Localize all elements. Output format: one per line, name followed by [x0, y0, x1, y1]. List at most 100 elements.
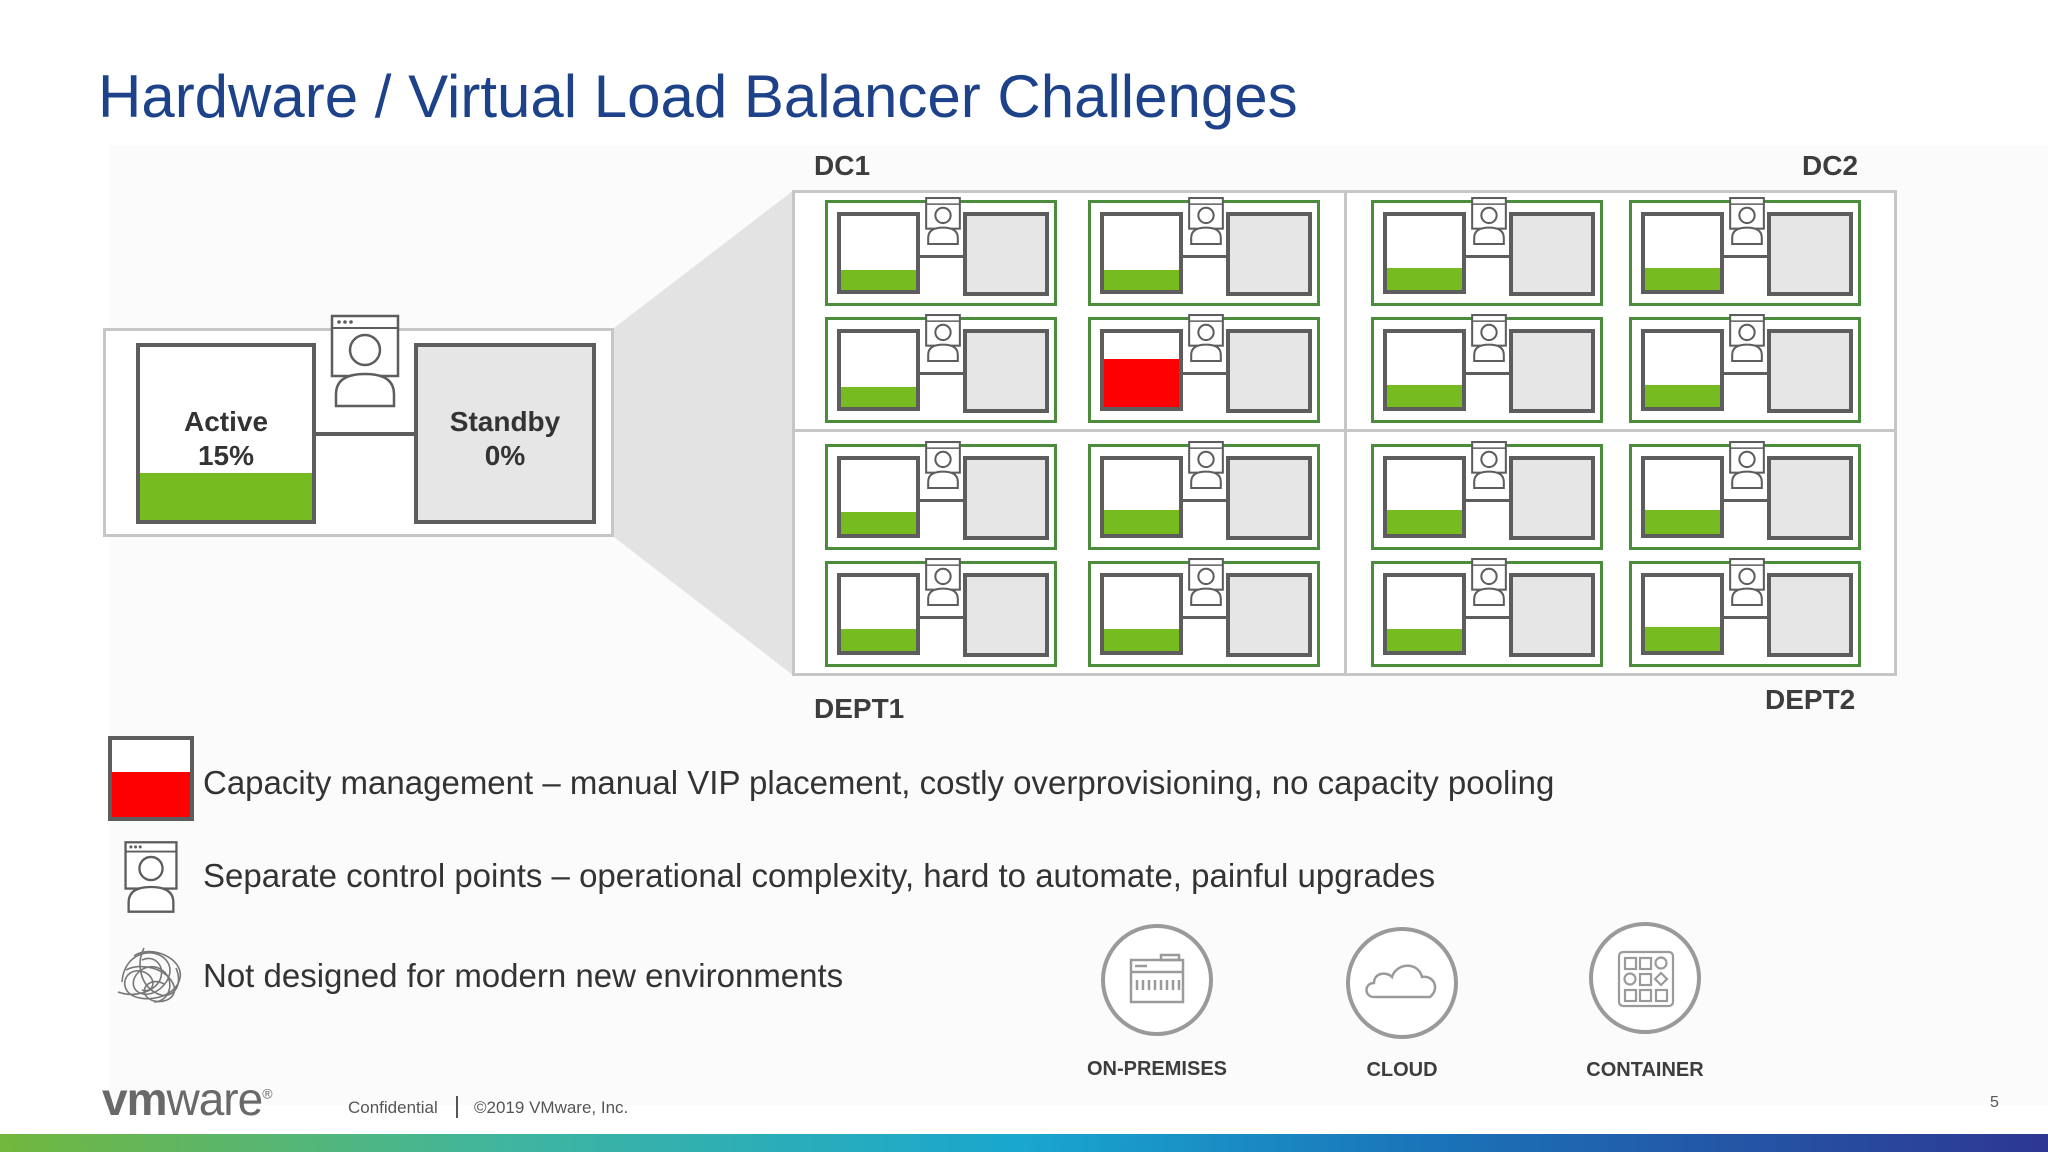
lb-pair — [1088, 558, 1320, 667]
footer-copyright: ©2019 VMware, Inc. — [474, 1098, 629, 1117]
standby-unit — [1226, 212, 1312, 296]
admin-console-icon — [1471, 197, 1507, 250]
utilization-fill — [1387, 628, 1462, 651]
admin-console-icon — [925, 558, 961, 611]
legend-capacity: Capacity management – manual VIP placeme… — [203, 764, 1555, 801]
admin-console-icon — [1471, 558, 1507, 611]
legend-modern-env: Not designed for modern new environments — [203, 957, 844, 994]
lb-pair — [1088, 314, 1320, 423]
admin-console-icon — [1471, 441, 1507, 494]
ha-link — [316, 432, 414, 436]
lb-pair — [1371, 197, 1603, 306]
label-dept2: DEPT2 — [1765, 684, 1856, 715]
label-dept1: DEPT1 — [814, 693, 905, 724]
tangle-icon — [117, 947, 181, 1003]
utilization-fill — [1645, 267, 1720, 290]
cloud-icon — [1365, 964, 1437, 999]
lb-pair — [825, 197, 1057, 306]
standby-unit: Standby 0% — [414, 343, 596, 524]
standby-unit-name: Standby — [449, 406, 561, 437]
grid-divider-horizontal — [795, 429, 1894, 432]
admin-console-icon — [1188, 314, 1224, 367]
cloud-label: CLOUD — [1366, 1059, 1438, 1081]
active-unit — [837, 573, 920, 655]
standby-unit — [1767, 329, 1853, 413]
standby-unit — [1509, 573, 1595, 657]
utilization-fill — [841, 511, 916, 534]
lb-pair — [1088, 441, 1320, 550]
standby-unit — [963, 456, 1049, 540]
active-unit — [1100, 456, 1183, 538]
footer-confidential: Confidential — [348, 1098, 438, 1117]
utilization-fill — [1645, 384, 1720, 407]
standby-unit — [963, 329, 1049, 413]
admin-console-icon — [1471, 314, 1507, 367]
footer-separator — [456, 1096, 458, 1118]
utilization-fill — [841, 628, 916, 651]
active-unit — [1100, 212, 1183, 294]
active-unit — [1100, 573, 1183, 655]
ha-link — [1724, 499, 1767, 502]
active-unit — [837, 212, 920, 294]
utilization-fill — [1104, 358, 1179, 407]
ha-link — [1466, 499, 1509, 502]
ha-link — [920, 255, 963, 258]
ha-link — [1183, 255, 1226, 258]
active-unit — [1641, 329, 1724, 411]
admin-console-icon — [1729, 197, 1765, 250]
admin-console-icon — [124, 841, 178, 913]
standby-unit — [1767, 456, 1853, 540]
lb-pair — [1629, 441, 1861, 550]
active-unit — [1641, 212, 1724, 294]
capacity-box-icon — [108, 736, 194, 821]
ha-pair-box: Active 15% Standby 0% — [103, 328, 614, 537]
active-unit: Active 15% — [136, 343, 316, 524]
ha-link — [1466, 372, 1509, 375]
label-dc1: DC1 — [814, 150, 871, 181]
standby-unit — [963, 573, 1049, 657]
active-utilization-fill — [140, 473, 312, 520]
utilization-fill — [1387, 267, 1462, 290]
page-number: 5 — [1990, 1094, 1999, 1111]
standby-unit — [1509, 329, 1595, 413]
utilization-fill — [1104, 628, 1179, 651]
standby-unit — [1226, 329, 1312, 413]
ha-link — [920, 372, 963, 375]
container-icon — [1617, 950, 1675, 1008]
ha-link — [1183, 616, 1226, 619]
label-dc2: DC2 — [1802, 150, 1859, 181]
vmware-logo: vmware® — [102, 1073, 273, 1125]
lb-pair — [825, 558, 1057, 667]
active-unit — [1383, 329, 1466, 411]
standby-unit — [1226, 573, 1312, 657]
active-unit — [1641, 456, 1724, 538]
slide-title: Hardware / Virtual Load Balancer Challen… — [98, 63, 1298, 130]
admin-console-icon — [1729, 558, 1765, 611]
utilization-fill — [1645, 509, 1720, 534]
utilization-fill — [1104, 509, 1179, 534]
lb-pair — [1088, 197, 1320, 306]
active-unit — [1383, 573, 1466, 655]
ha-link — [1183, 372, 1226, 375]
lb-pair — [1371, 441, 1603, 550]
cloud-circle — [1346, 927, 1458, 1039]
ha-link — [920, 499, 963, 502]
lb-pair — [1629, 314, 1861, 423]
utilization-fill — [1387, 384, 1462, 407]
active-unit — [1383, 456, 1466, 538]
standby-unit — [1509, 212, 1595, 296]
admin-console-icon — [925, 441, 961, 494]
lb-pair — [825, 314, 1057, 423]
admin-console-icon — [330, 314, 400, 408]
standby-unit — [963, 212, 1049, 296]
admin-console-icon — [925, 314, 961, 367]
standby-unit — [1767, 573, 1853, 657]
utilization-fill — [1645, 626, 1720, 651]
ha-link — [1724, 255, 1767, 258]
on-premises-label: ON-PREMISES — [1086, 1058, 1228, 1080]
ha-link — [1466, 616, 1509, 619]
utilization-fill — [1104, 270, 1179, 290]
legend-control-points: Separate control points – operational co… — [203, 857, 1436, 894]
active-unit — [837, 456, 920, 538]
admin-console-icon — [1729, 441, 1765, 494]
